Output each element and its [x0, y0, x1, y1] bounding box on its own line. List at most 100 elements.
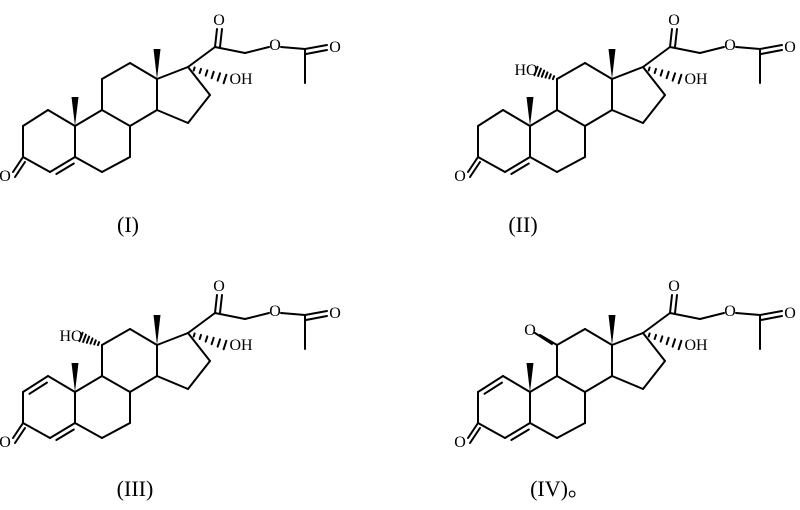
bond-C5-C6 — [529, 422, 558, 439]
bond-C3-C4 — [22, 156, 51, 173]
bond-C14-C8 — [129, 375, 158, 393]
double-bond-C1-C2 — [28, 381, 48, 395]
wedge-C13-C18 — [608, 49, 616, 79]
bond-C6-C7 — [101, 422, 131, 439]
bond-C4-C5 — [49, 156, 76, 173]
hash-C17-OH17 — [210, 70, 215, 80]
acetyl-oxygen-label: O — [784, 39, 796, 56]
double-bond-C11-O — [534, 332, 553, 345]
hash-C17-OH17 — [192, 332, 196, 338]
bond-C9-C10 — [74, 375, 103, 393]
bond-O-Cac — [735, 312, 761, 316]
hash-C17-OH17 — [653, 333, 658, 341]
bond-C1-C2 — [22, 375, 49, 393]
double-bond-Cac-Oac — [760, 49, 783, 55]
ester-oxygen-label: O — [269, 303, 281, 320]
bond-C10-C1 — [47, 109, 76, 127]
double-bond-C3-O3 — [469, 427, 481, 444]
hash-C17-OH17 — [216, 72, 222, 82]
bond-C17-C20 — [642, 46, 671, 68]
c11-hydroxyl-label: HO — [514, 62, 537, 79]
bond-C8-C9 — [556, 375, 586, 393]
bond-C6-C7 — [101, 156, 131, 173]
bond-C14-C15 — [611, 109, 644, 124]
hash-C11-C11sub — [540, 69, 546, 78]
bond-C11-C12 — [556, 62, 586, 80]
hash-C11-C11sub — [82, 333, 87, 343]
wedge-C10-C19 — [71, 363, 79, 392]
structure-caption-2: (II) — [508, 212, 537, 237]
bond-C17-C13 — [156, 332, 189, 346]
acetyl-oxygen-label: O — [329, 305, 341, 322]
bond-C3-O3 — [12, 156, 24, 173]
double-bond-C1-C2 — [483, 381, 503, 395]
bond-C12-C13 — [129, 328, 158, 346]
ester-oxygen-label: O — [724, 37, 736, 54]
bond-C1-C2 — [22, 109, 49, 127]
bond-C11-C12 — [556, 328, 586, 346]
keto-oxygen-label: O — [213, 12, 225, 29]
bond-O-Cac — [735, 46, 761, 50]
bond-Cac-Oac — [759, 44, 783, 50]
bond-C17-C20 — [642, 312, 671, 334]
bond-C4-C5 — [49, 422, 76, 439]
hash-C17-OH17 — [216, 338, 222, 348]
bond-C10-C1 — [502, 375, 531, 393]
bond-C3-O3 — [12, 422, 24, 439]
hash-C11-C11sub — [89, 337, 94, 345]
c17-hydroxyl-label: OH — [684, 71, 708, 88]
hash-C11-C11sub — [551, 75, 556, 81]
bond-C14-C8 — [584, 375, 613, 393]
bond-C15-C16 — [187, 94, 211, 124]
wedge-C13-C18 — [153, 315, 161, 345]
wedge-C10-C19 — [526, 97, 534, 126]
hash-C17-OH17 — [647, 332, 651, 338]
keto-oxygen-label: O — [668, 12, 680, 29]
bond-C11-C12 — [101, 62, 131, 80]
double-bond-Cac-Oac — [305, 315, 328, 321]
bond-C21-O — [699, 46, 725, 54]
hash-C11-C11sub — [78, 331, 84, 343]
bond-C5-C6 — [74, 422, 103, 439]
bond-C8-C9 — [101, 109, 131, 127]
double-bond-C3-O3 — [469, 161, 481, 178]
wedge-C13-C18 — [153, 49, 161, 79]
bond-C3-C4 — [22, 422, 51, 439]
hash-C17-OH17 — [204, 335, 209, 343]
bond-C9-C10 — [74, 109, 103, 127]
bond-C20-O20 — [669, 28, 673, 48]
hash-C17-OH17 — [665, 70, 670, 80]
structure-caption-3: (III) — [117, 476, 154, 501]
bond-C14-C15 — [156, 109, 189, 124]
c3-oxygen-label: O — [454, 168, 466, 185]
hash-C17-OH17 — [210, 336, 215, 346]
bond-C5-C6 — [74, 156, 103, 173]
double-bond-C20-O20 — [219, 294, 223, 314]
bond-C20-C21 — [669, 312, 701, 320]
hash-C17-OH17 — [653, 67, 658, 75]
hash-C11-C11sub — [533, 65, 539, 77]
bond-Cac-Oac — [304, 44, 328, 50]
hash-C17-OH17 — [677, 73, 683, 85]
structure-caption-4: (IV)。 — [530, 476, 590, 501]
hash-C17-OH17 — [665, 336, 670, 346]
bond-C14-C8 — [129, 109, 158, 127]
hash-C11-C11sub — [544, 71, 549, 79]
bond-O-Cac — [280, 46, 306, 50]
hash-C11-C11sub — [96, 341, 101, 347]
bond-C16-C17 — [642, 332, 666, 362]
bond-C5-C6 — [529, 156, 558, 173]
bond-C16-C17 — [642, 66, 666, 96]
wedge-C10-C19 — [526, 363, 534, 392]
hash-C11-C11sub — [548, 73, 552, 80]
bond-C11-C12 — [101, 328, 131, 346]
bond-Cac-Oac — [759, 310, 783, 316]
bond-C9-C10 — [529, 375, 558, 393]
bond-C4-C5 — [504, 156, 531, 173]
c17-hydroxyl-label: OH — [229, 337, 253, 354]
bond-C11-O — [539, 334, 558, 346]
bond-C8-C9 — [556, 109, 586, 127]
double-bond-C20-O20 — [674, 294, 678, 314]
bond-C1-C2 — [477, 109, 504, 127]
